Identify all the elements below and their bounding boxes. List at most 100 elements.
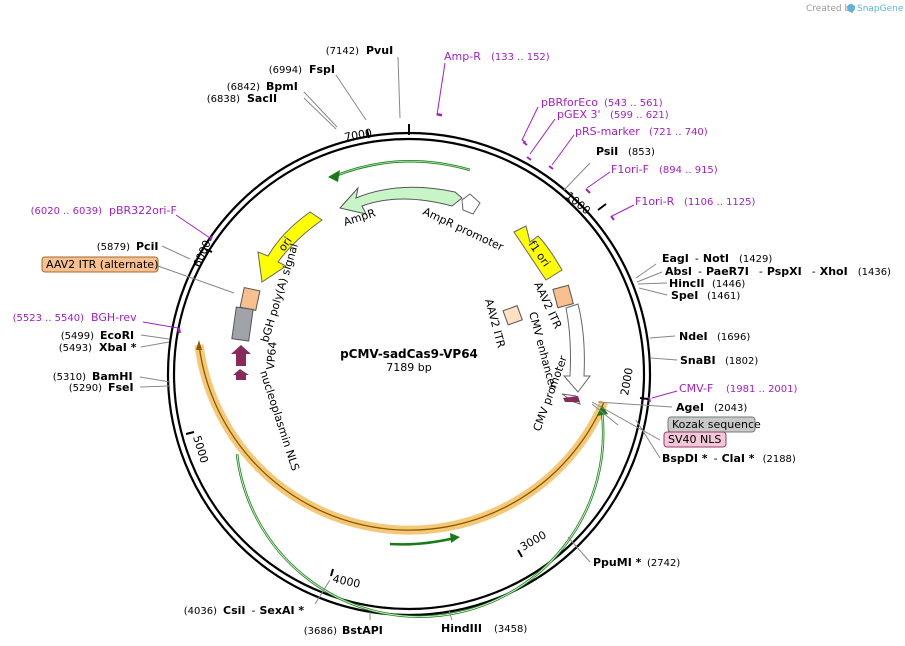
fspi-leader — [335, 74, 367, 121]
enzyme-agei[interactable]: AgeI (2043) — [676, 401, 747, 414]
primer-pgex3[interactable]: pGEX 3' (599 .. 621) — [557, 108, 669, 121]
pgex3-primer-mark — [526, 156, 532, 161]
tick-6000: 6000 — [191, 238, 214, 269]
ppumi-name: PpuMI * — [593, 556, 642, 569]
f1orif-primer-range: (894 .. 915) — [659, 165, 718, 176]
xbai-pos: (5493) — [59, 343, 92, 354]
enzyme-ndei[interactable]: NdeI (1696) — [679, 330, 750, 343]
absi-line: AbsI-PaeR7I-PspXI-XhoI(1436) — [665, 265, 891, 278]
credit-brand: SnapGene — [857, 4, 904, 14]
ampr-primer-mark — [436, 113, 443, 116]
bghrev-primer-leader — [142, 321, 179, 332]
f1-ori-arrow — [513, 225, 563, 281]
ampr-promoter-label: AmpR promoter — [421, 205, 506, 254]
enzyme-fsei[interactable]: (5290) FseI — [69, 381, 134, 394]
enzyme-ecori[interactable]: (5499) EcoRI — [61, 329, 134, 342]
enzyme-pvui[interactable]: (7142) PvuI — [326, 44, 393, 57]
bgh-orange-box — [239, 286, 261, 312]
kozak-leader — [591, 403, 619, 426]
pbrforeco-primer-name: pBRforEco — [541, 96, 598, 109]
f1orif-primer-name: F1ori-F — [611, 163, 649, 176]
sv40-badge[interactable]: SV40 NLS — [663, 431, 727, 448]
enzyme-pcii[interactable]: (5879) PciI — [97, 240, 159, 253]
vp64-arrow — [231, 345, 251, 366]
pgex3-primer-range: (599 .. 621) — [610, 110, 669, 121]
tick-4000: 4000 — [331, 572, 361, 591]
hindiii-name: HindIII — [441, 622, 482, 635]
enzyme-psii[interactable]: PsiI (853) — [596, 145, 655, 158]
features: AmpR AmpR promoter ori f1 ori AAV2 ITR C… — [194, 160, 609, 618]
psii-leader — [563, 162, 591, 191]
agei-name: AgeI — [676, 401, 704, 414]
snapgene-logo-icon — [847, 4, 855, 12]
tick-marks — [185, 124, 649, 577]
ecori-leader — [140, 334, 170, 340]
spei-pos: (1461) — [707, 291, 740, 302]
pgex3-primer-name: pGEX 3' — [557, 108, 601, 121]
csii-leader — [314, 579, 331, 605]
enzyme-xbai[interactable]: (5493) XbaI * — [59, 341, 137, 354]
tick-5000: 5000 — [190, 434, 211, 465]
pbr322-primer-leader — [175, 214, 211, 239]
primer-ampr[interactable]: Amp-R (133 .. 152) — [444, 50, 550, 63]
aav2-itr-mid-box — [502, 305, 523, 326]
prsmarker-primer-name: pRS-marker — [575, 125, 640, 138]
pbrforeco-primer-range: (543 .. 561) — [604, 98, 663, 109]
ndei-pos: (1696) — [717, 332, 750, 343]
backbone-inner-ring — [172, 137, 646, 611]
enzyme-hindiii[interactable]: HindIII (3458) — [441, 622, 527, 635]
enzyme-sacii[interactable]: (6838) SacII — [207, 92, 277, 105]
fspi-pos: (6994) — [269, 65, 302, 76]
eagi-line: EagI-NotI(1429) — [662, 252, 772, 265]
spei-leader — [638, 287, 668, 296]
enzyme-fspi[interactable]: (6994) FspI — [269, 63, 335, 76]
pbrforeco-primer-mark — [522, 141, 528, 146]
kozak-badge[interactable]: Kozak sequence — [667, 416, 761, 433]
enzyme-snabi[interactable]: SnaBI (1802) — [680, 354, 758, 367]
primer-bghrev[interactable]: (5523 .. 5540) BGH-rev — [13, 311, 138, 324]
fsei-name: FseI — [108, 381, 134, 394]
cas9-top-arrowhead — [328, 170, 340, 182]
cas9-band-arrowhead — [196, 340, 202, 350]
enzyme-bpmi[interactable]: (6842) BpmI — [227, 80, 298, 93]
tick-1000-mark — [597, 203, 607, 211]
primer-prsmarker[interactable]: pRS-marker (721 .. 740) — [575, 125, 708, 138]
enzyme-hincii[interactable]: HincII (1446) — [669, 277, 745, 290]
primer-pbrforeco[interactable]: pBRforEco (543 .. 561) — [541, 96, 663, 109]
primer-pbr322[interactable]: (6020 .. 6039) pBR322ori-F — [31, 204, 177, 217]
cas9-green-inner — [389, 536, 456, 546]
enzyme-bstapi[interactable]: (3686) BstAPI — [304, 624, 383, 637]
ndei-leader — [649, 335, 676, 339]
aav2-alt-badge[interactable]: AAV2 ITR (alternate) — [41, 256, 159, 273]
cas9-green-outer-inner — [236, 411, 604, 618]
bspdi-line: BspDI *-ClaI *(2188) — [662, 452, 796, 465]
primer-f1orif[interactable]: F1ori-F (894 .. 915) — [611, 163, 718, 176]
sv40-leader — [591, 401, 661, 441]
cmvf-primer-leader — [651, 390, 678, 399]
bghrev-primer-mark — [178, 327, 181, 334]
enzyme-ppumi[interactable]: PpuMI * (2742) — [593, 556, 680, 569]
pvui-name: PvuI — [366, 44, 393, 57]
tick-2000: 2000 — [618, 367, 636, 397]
absi-leader — [636, 271, 663, 283]
sacii-name: SacII — [247, 92, 277, 105]
plasmid-length: 7189 bp — [386, 361, 431, 374]
aav2-alt-badge-bg — [41, 256, 159, 273]
enzyme-spei[interactable]: SpeI (1461) — [671, 289, 740, 302]
plasmid-name: pCMV-sadCas9-VP64 — [340, 347, 478, 361]
enzyme-bspdi[interactable]: BspDI *-ClaI *(2188) — [662, 452, 796, 465]
sacii-leader — [303, 97, 337, 130]
primer-f1orir[interactable]: F1ori-R (1106 .. 1125) — [635, 195, 756, 208]
enzyme-bamhi[interactable]: (5310) BamHI — [53, 370, 133, 383]
enzyme-eagi[interactable]: EagI-NotI(1429) — [662, 252, 772, 265]
enzyme-csii[interactable]: (4036) CsiI-SexAI * — [184, 604, 305, 617]
snabi-name: SnaBI — [680, 354, 716, 367]
enzyme-absi[interactable]: AbsI-PaeR7I-PspXI-XhoI(1436) — [665, 265, 891, 278]
tick-3000: 3000 — [518, 528, 549, 553]
primer-cmvf[interactable]: CMV-F (1981 .. 2001) — [679, 382, 798, 395]
cmvf-primer-name: CMV-F — [679, 382, 713, 395]
xbai-leader — [140, 341, 170, 348]
nls-label: nucleoplasmin NLS — [257, 369, 302, 473]
tick-2000-mark — [639, 397, 649, 400]
